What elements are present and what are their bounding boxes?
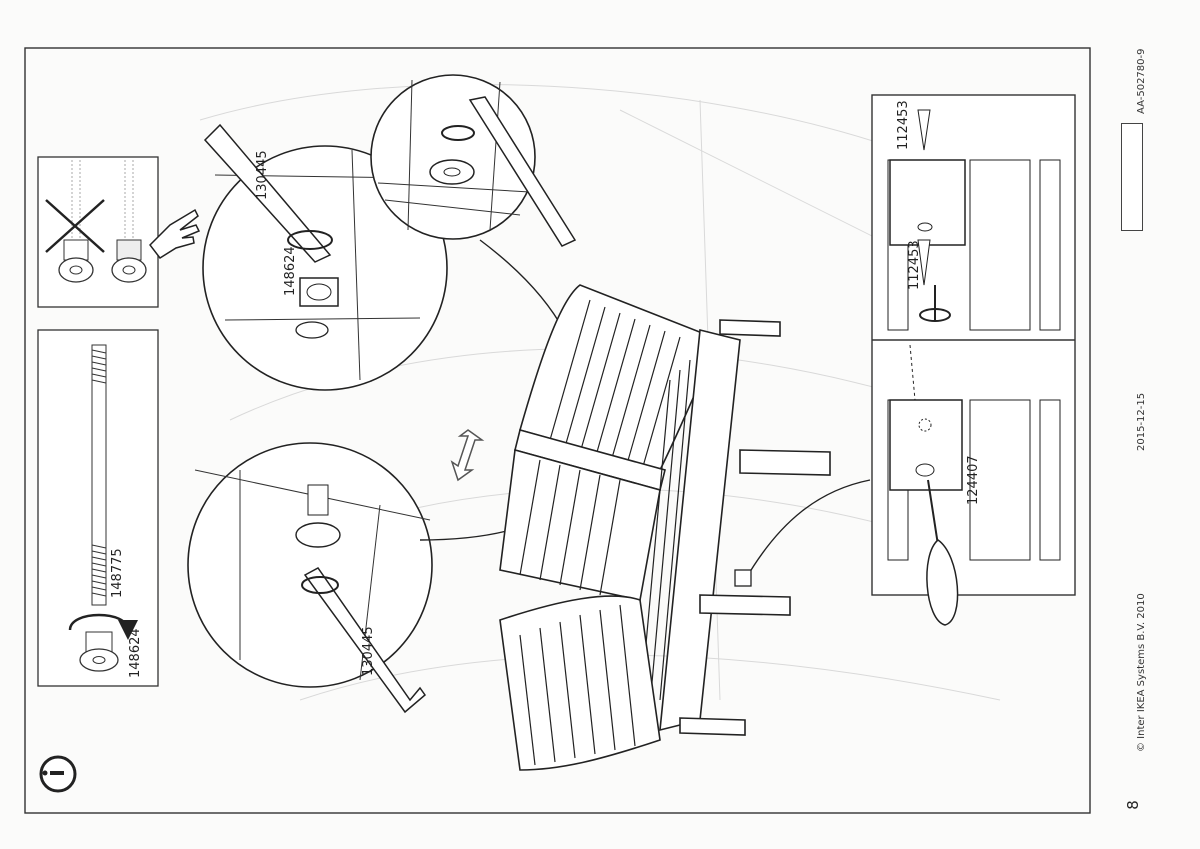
part-label-bolt-left: 148775 xyxy=(110,548,125,598)
part-label-barrel-nut-left: 148624 xyxy=(128,628,143,678)
double-arrow-icon xyxy=(450,429,485,482)
bolt-panel xyxy=(37,329,159,687)
part-label-barrel-nut-top: 148624 xyxy=(283,246,298,296)
page-number: 8 xyxy=(1123,800,1142,810)
part-label-allen-key-bottom: 130445 xyxy=(361,626,376,676)
part-label-screw-middle: 112453 xyxy=(907,240,922,290)
barrel-nut-orientation-panel xyxy=(37,156,159,308)
detail-circle-allen-key-bottom xyxy=(187,442,433,714)
bench-illustration xyxy=(499,284,831,771)
detail-circle-allen-key-top xyxy=(202,123,448,391)
bracket-detail-panel xyxy=(871,94,1076,626)
date-text: 2015-12-15 xyxy=(1136,392,1147,451)
part-label-screw-top: 112453 xyxy=(896,100,911,150)
document-code: AA-502780-9 xyxy=(1136,48,1147,115)
info-icon xyxy=(39,755,77,793)
part-label-allen-key-top: 130445 xyxy=(255,150,270,200)
document-code-box xyxy=(1121,123,1143,231)
cross-icon xyxy=(45,199,105,253)
page-frame xyxy=(24,47,1091,814)
detail-circle-inserted-nut xyxy=(370,74,577,247)
pointing-hand-icon xyxy=(149,208,201,259)
rotate-arrow-icon xyxy=(68,613,138,640)
part-label-bracket-insert: 124407 xyxy=(966,455,981,505)
copyright-text: © Inter IKEA Systems B.V. 2010 xyxy=(1136,593,1147,752)
